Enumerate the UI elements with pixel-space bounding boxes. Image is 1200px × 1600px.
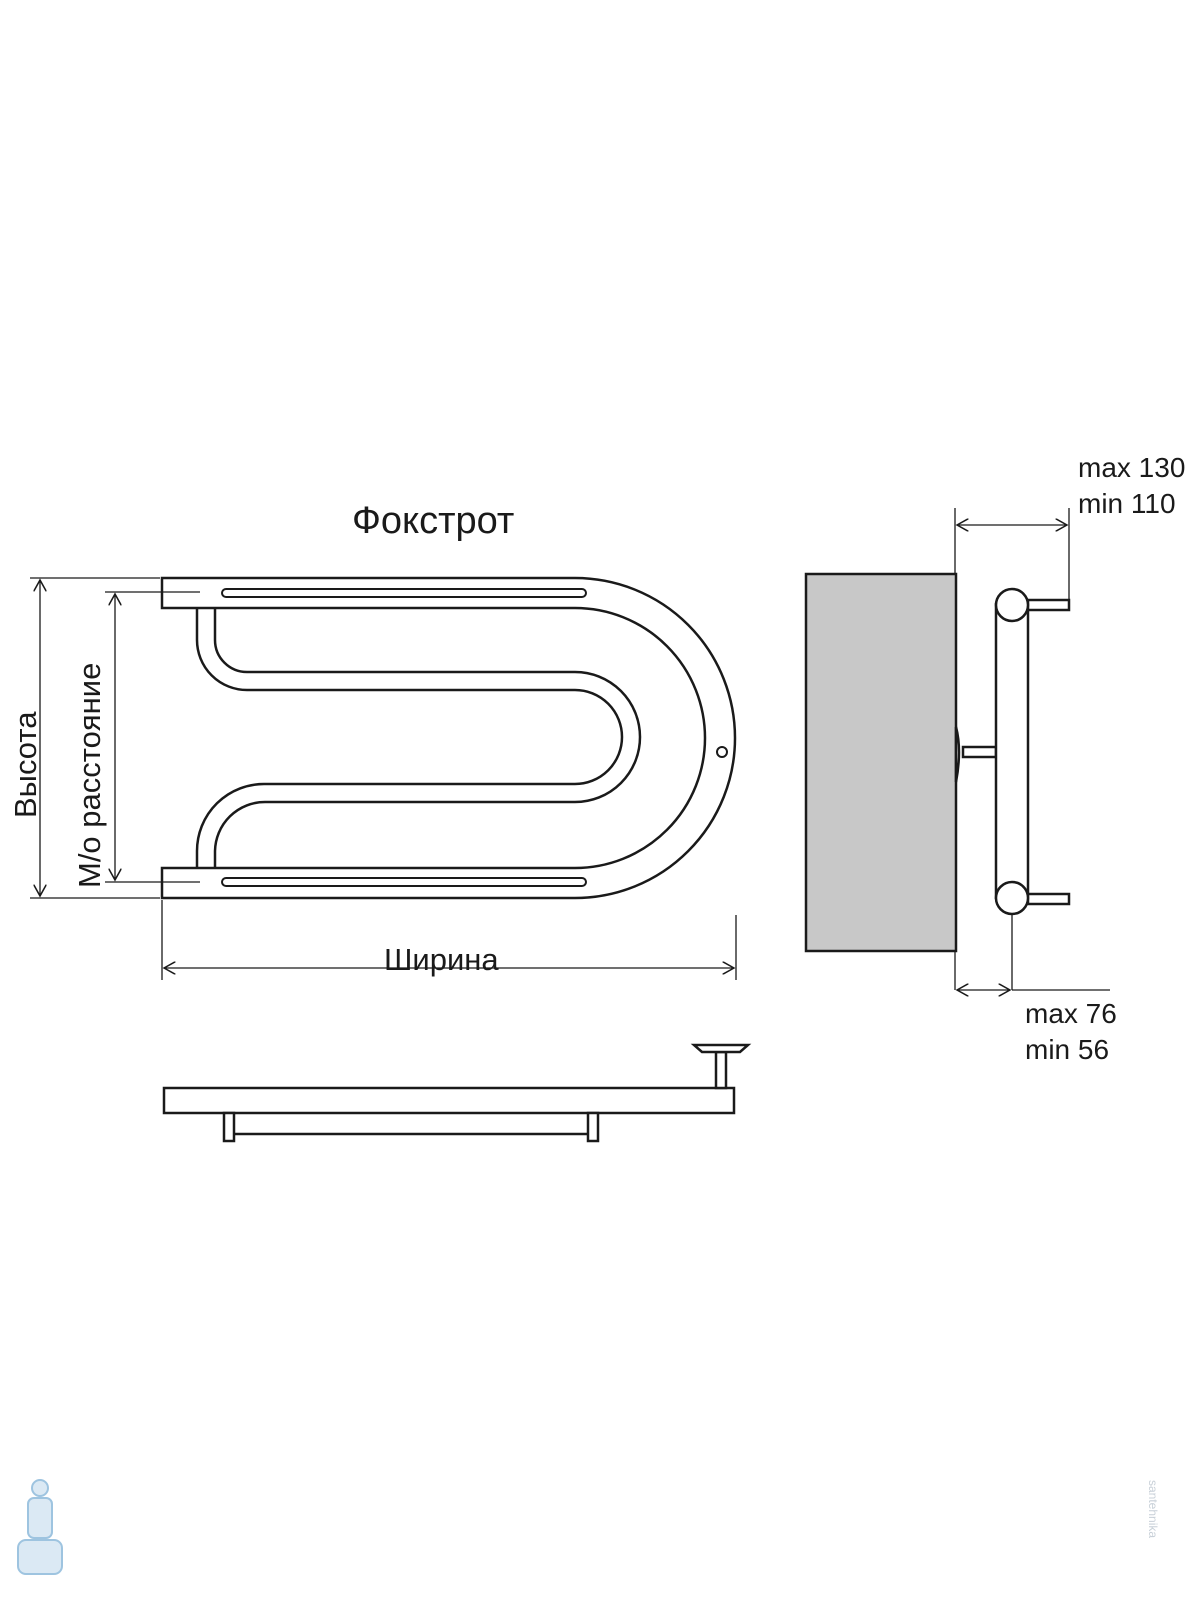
logo: [17, 1479, 63, 1575]
towel-rail-side: [994, 602, 1030, 900]
offset-min-label: min 56: [1025, 1034, 1110, 1065]
outer-u-tube: [160, 576, 737, 900]
product-title: Фокстрот: [352, 500, 515, 542]
width-label: Ширина: [384, 942, 499, 977]
side-view: [804, 572, 1071, 953]
front-view: [160, 576, 737, 900]
wall: [804, 572, 958, 953]
inner-s-tube: [195, 608, 642, 868]
depth-min-label: min 110: [1078, 488, 1176, 519]
wall-bracket: [961, 745, 998, 759]
center-distance-label: М/о расстояние: [72, 662, 107, 888]
offset-max-label: max 76: [1025, 998, 1117, 1029]
watermark: santehnika: [1146, 1480, 1160, 1539]
height-label: Высота: [8, 711, 43, 818]
depth-max-label: max 130: [1078, 452, 1186, 483]
mount-hole: [716, 746, 728, 758]
bottom-view: [162, 1043, 752, 1143]
bottom-slot: [221, 877, 587, 887]
top-slot: [221, 588, 587, 598]
